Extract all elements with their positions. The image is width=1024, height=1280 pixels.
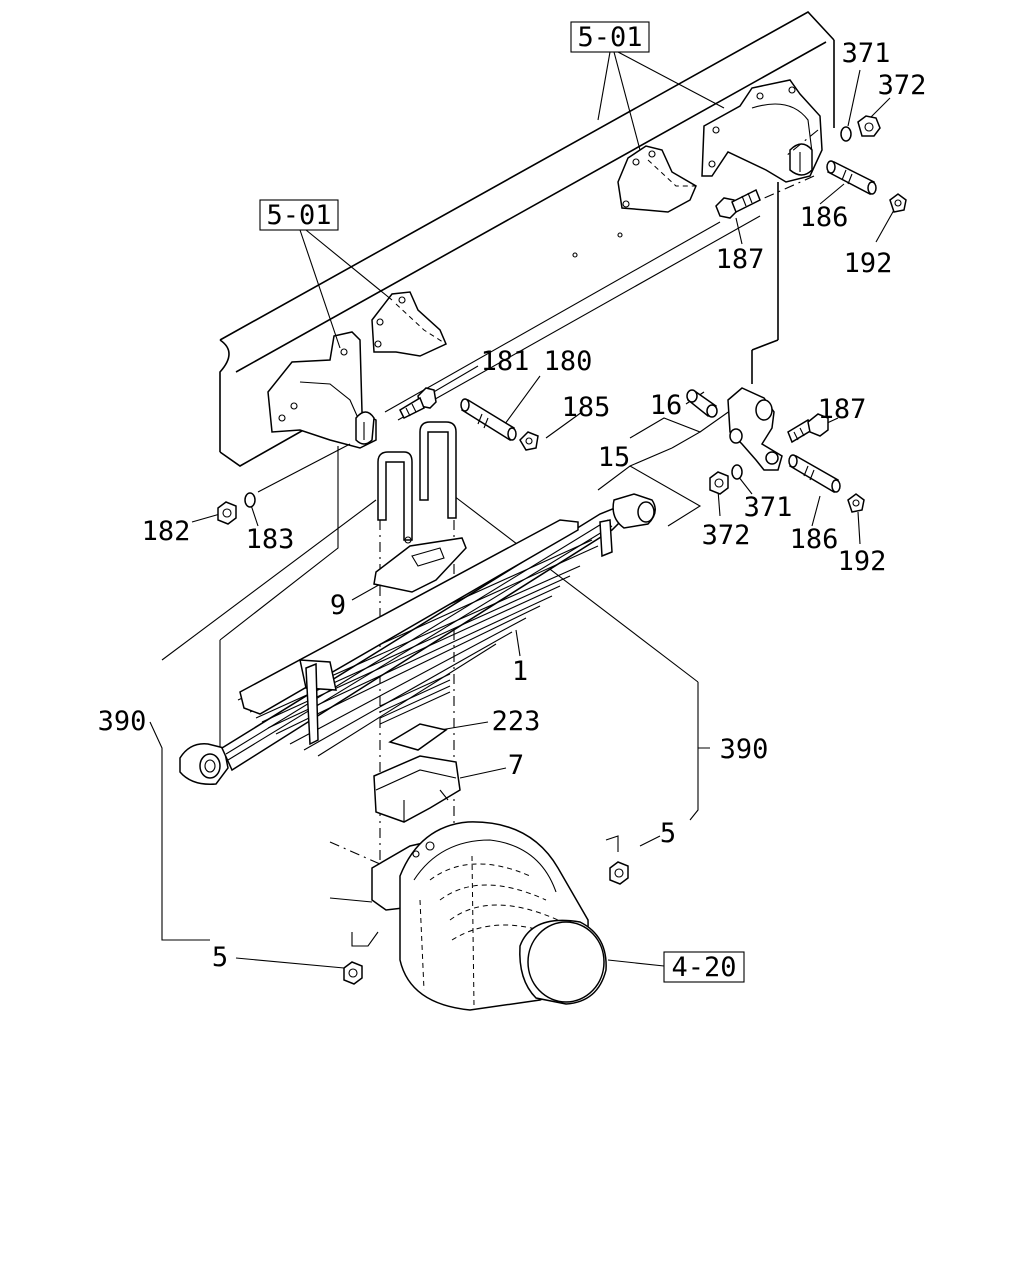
- label-187-top: 187: [716, 244, 765, 275]
- label-182: 182: [142, 516, 191, 547]
- label-371-top: 371: [842, 38, 891, 69]
- nut-5-left: [343, 961, 363, 985]
- label-372-mid: 372: [702, 520, 751, 551]
- label-5-right: 5: [660, 818, 676, 849]
- ref-5-01-left[interactable]: 5-01: [266, 200, 331, 231]
- label-223: 223: [492, 706, 541, 737]
- nut-372-mid: [709, 471, 729, 495]
- label-183: 183: [246, 524, 295, 555]
- label-15: 15: [598, 442, 631, 473]
- washer-371-mid: [731, 464, 743, 480]
- label-5-left: 5: [212, 942, 228, 973]
- leaf-spring-1: [179, 493, 656, 785]
- ref-box-5-01-top: [570, 21, 650, 53]
- nut-372-top: [857, 115, 881, 137]
- spring-pack-hatch: [379, 673, 451, 725]
- ref-5-01-top[interactable]: 5-01: [577, 22, 642, 53]
- label-185: 185: [562, 392, 611, 423]
- front-hanger-bracket: [267, 331, 377, 449]
- label-371-mid: 371: [744, 492, 793, 523]
- grease-nipple-192-mid: [847, 493, 865, 513]
- grease-nipple-185: [519, 431, 539, 451]
- u-bolt-390-left: [377, 451, 413, 541]
- frame-rail: [219, 10, 835, 467]
- ref-box-4-20: [663, 951, 745, 983]
- spacer-7: [373, 755, 461, 823]
- label-180: 180: [544, 346, 593, 377]
- axle-hub: [371, 821, 607, 1011]
- label-186-top: 186: [800, 202, 849, 233]
- bushing-16: [686, 389, 718, 418]
- label-7: 7: [508, 750, 524, 781]
- crossmember-bracket-right: [617, 145, 697, 213]
- label-181: 181: [481, 346, 530, 377]
- label-1: 1: [512, 656, 528, 687]
- u-bolt-390-right: [419, 421, 457, 519]
- label-390-left: 390: [98, 706, 147, 737]
- leader-lines: [149, 51, 895, 969]
- pin-186-mid: [788, 454, 841, 494]
- bolt-181: [399, 387, 437, 420]
- ref-box-5-01-left: [259, 199, 339, 231]
- label-372-top: 372: [878, 70, 927, 101]
- crossmember-bracket-left: [371, 291, 447, 357]
- callout-labels: 5-01 5-01 4-20 371 372 186 187 192 181 1…: [98, 21, 927, 983]
- pin-180: [460, 398, 517, 442]
- label-16: 16: [650, 390, 683, 421]
- nut-5-right: [609, 861, 629, 885]
- shackle-15: [727, 387, 783, 471]
- label-192-top: 192: [844, 248, 893, 279]
- label-192-mid: 192: [838, 546, 887, 577]
- ref-4-20[interactable]: 4-20: [671, 952, 736, 983]
- washer-371-top: [840, 126, 852, 142]
- nut-182: [217, 501, 237, 525]
- grease-nipple-192-top: [889, 193, 907, 213]
- pin-186-top: [826, 160, 877, 196]
- label-187-mid: 187: [818, 394, 867, 425]
- rear-hanger-bracket: [701, 79, 823, 183]
- label-186-mid: 186: [790, 524, 839, 555]
- washer-183: [244, 492, 256, 508]
- label-9: 9: [330, 590, 346, 621]
- label-390-right: 390: [720, 734, 769, 765]
- pad-223: [388, 723, 448, 751]
- bolt-187-mid: [787, 413, 829, 444]
- bolt-187-top: [715, 188, 761, 219]
